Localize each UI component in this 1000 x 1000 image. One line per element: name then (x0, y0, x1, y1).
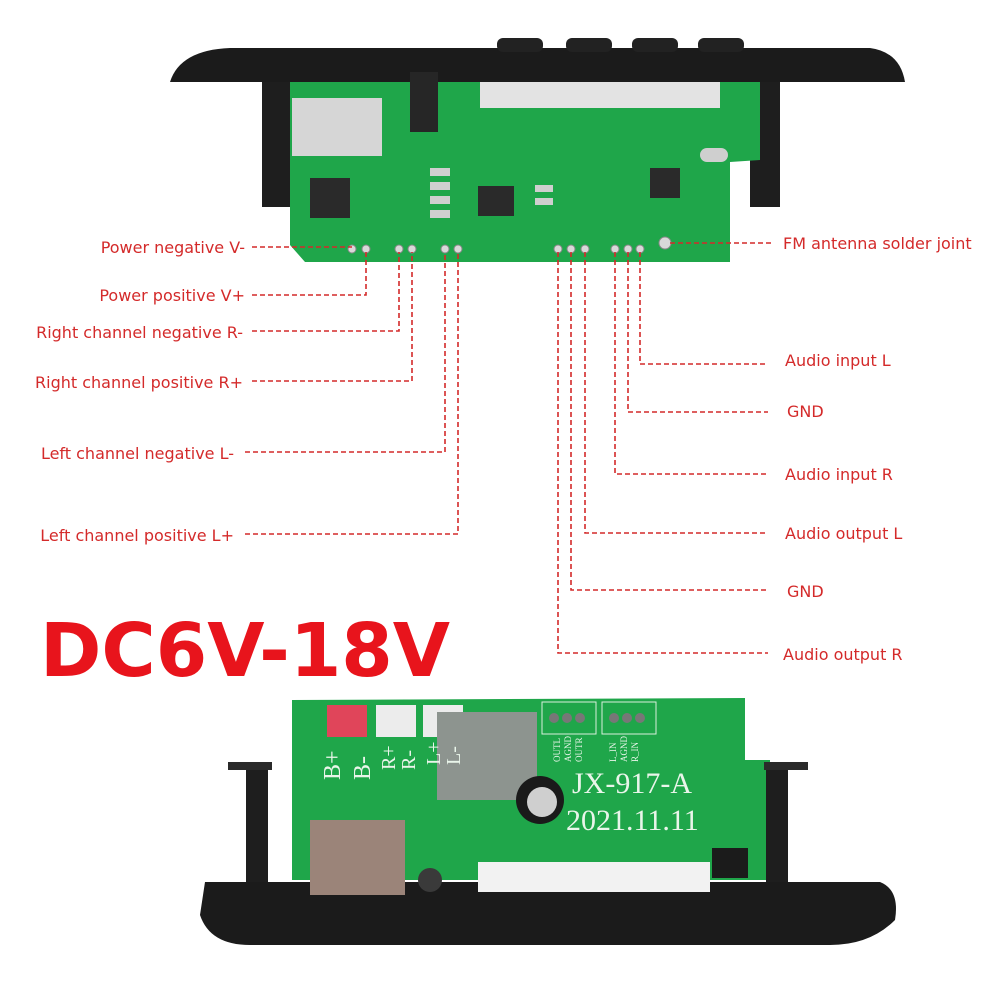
right-leaders (557, 242, 772, 654)
silk-model: JX-917-A (572, 767, 692, 800)
silk-outr: OUTR (574, 738, 584, 763)
silk-l-in: L_IN (608, 742, 618, 762)
top-board-photo (170, 38, 905, 262)
bottom-board-silkscreen: B+ B- R+ R- L+ L- OUTL AGND OUTR L_IN AG… (320, 736, 699, 837)
label-power-negative: Power negative V- (101, 238, 245, 257)
label-audio-output-l: Audio output L (785, 524, 902, 543)
label-right-positive: Right channel positive R+ (35, 373, 243, 392)
label-right-negative: Right channel negative R- (36, 323, 243, 342)
voltage-title: DC6V-18V (40, 608, 450, 694)
silk-r-in: R_IN (630, 742, 640, 763)
label-gnd-1: GND (787, 402, 824, 421)
silk-b-minus: B- (350, 756, 376, 780)
silk-l-minus: L- (443, 746, 465, 765)
silk-outl: OUTL (552, 738, 562, 762)
label-audio-output-r: Audio output R (783, 645, 903, 664)
label-left-positive: Left channel positive L+ (40, 526, 234, 545)
label-left-negative: Left channel negative L- (41, 444, 234, 463)
label-audio-input-l: Audio input L (785, 351, 891, 370)
label-audio-input-r: Audio input R (785, 465, 893, 484)
silk-date: 2021.11.11 (566, 804, 699, 837)
silk-agnd-in: AGND (619, 736, 629, 762)
label-gnd-2: GND (787, 582, 824, 601)
bottom-board-photo (200, 698, 896, 945)
left-leaders (245, 246, 459, 535)
silk-b-plus: B+ (320, 750, 346, 780)
silk-l-plus: L+ (423, 742, 445, 766)
label-power-positive: Power positive V+ (99, 286, 245, 305)
silk-agnd-out: AGND (563, 736, 573, 762)
silk-r-minus: R- (398, 750, 420, 770)
label-fm-antenna: FM antenna solder joint (783, 234, 972, 253)
silk-r-plus: R+ (378, 745, 400, 770)
